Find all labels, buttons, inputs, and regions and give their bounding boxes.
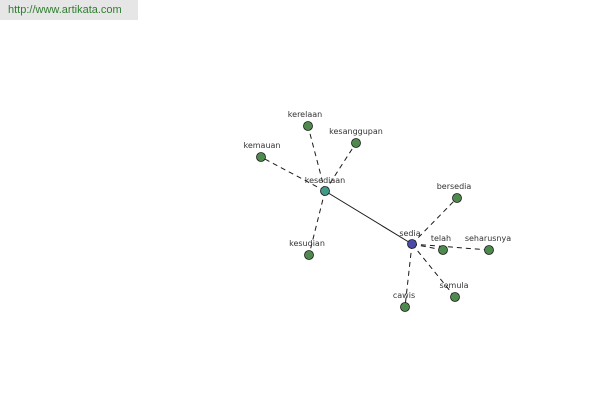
graph-edges <box>260 125 490 308</box>
edge-sedia-seharusnya <box>411 243 490 251</box>
node-kesudian[interactable] <box>304 250 314 260</box>
node-label-sedia[interactable]: sedia <box>399 229 420 238</box>
node-label-kesediaan[interactable]: kesediaan <box>305 176 346 185</box>
node-bersedia[interactable] <box>452 193 462 203</box>
node-label-telah[interactable]: telah <box>431 234 451 243</box>
node-seharusnya[interactable] <box>484 245 494 255</box>
edge-sedia-bersedia <box>411 197 458 245</box>
node-kerelaan[interactable] <box>303 121 313 131</box>
edge-kesediaan-sedia <box>324 190 413 245</box>
edge-sedia-cawis <box>404 243 413 308</box>
edge-kesediaan-kesanggupan <box>324 142 357 192</box>
url-banner: http://www.artikata.com <box>0 0 138 20</box>
graph-nodes: kesediaan sedia kerelaan kesanggupan kemauan… <box>243 110 511 312</box>
node-kemauan[interactable] <box>256 152 266 162</box>
node-label-semula[interactable]: semula <box>439 281 468 290</box>
node-label-cawis[interactable]: cawis <box>393 291 415 300</box>
node-label-kerelaan[interactable]: kerelaan <box>288 110 322 119</box>
node-label-kesudian[interactable]: kesudian <box>289 239 325 248</box>
node-label-bersedia[interactable]: bersedia <box>437 182 472 191</box>
edge-sedia-semula <box>411 243 456 298</box>
edge-kesediaan-kerelaan <box>307 125 326 192</box>
edge-kesediaan-kemauan <box>260 156 326 192</box>
node-sedia[interactable] <box>407 239 417 249</box>
node-kesediaan[interactable] <box>320 186 330 196</box>
node-cawis[interactable] <box>400 302 410 312</box>
node-label-kemauan[interactable]: kemauan <box>243 141 280 150</box>
edge-kesediaan-kesudian <box>308 190 326 256</box>
url-link[interactable]: http://www.artikata.com <box>8 4 122 16</box>
node-kesanggupan[interactable] <box>351 138 361 148</box>
node-label-seharusnya[interactable]: seharusnya <box>465 234 511 243</box>
node-label-kesanggupan[interactable]: kesanggupan <box>329 127 383 136</box>
node-semula[interactable] <box>450 292 460 302</box>
node-telah[interactable] <box>438 245 448 255</box>
